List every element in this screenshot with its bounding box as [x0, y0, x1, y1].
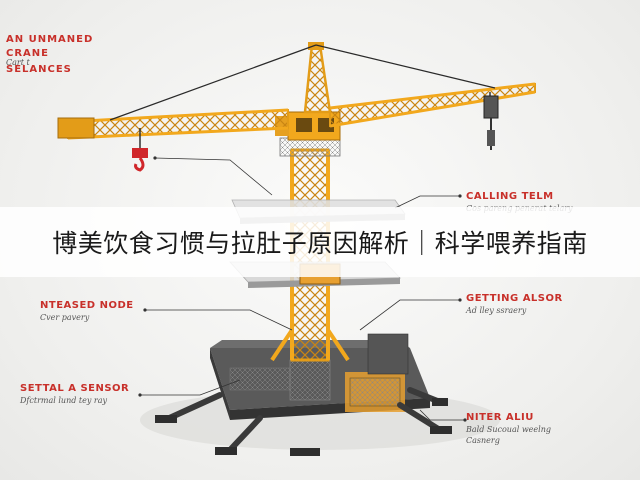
crane-base [210, 333, 430, 420]
label-getting: GETTING ALSOR [466, 293, 563, 304]
counterweight-icon [57, 117, 95, 139]
label-getting-sub: Ad lley ssraery [466, 306, 527, 315]
callout-dots [138, 156, 467, 422]
tower-head [303, 42, 332, 114]
main-jib [329, 82, 536, 128]
label-niter-sub-1: Bald Sucoual weelng [466, 425, 551, 434]
label-calling: CALLING TELM [466, 191, 554, 202]
counter-jib [57, 108, 289, 140]
pendant-cables [109, 44, 496, 121]
label-settal-sub: Dfctrmal lund tey ray [20, 396, 108, 405]
outrigger-pads [155, 398, 452, 456]
title-banner: 博美饮食习惯与拉肚子原因解析｜科学喂养指南 [0, 207, 640, 277]
crane-hook-icon [132, 128, 148, 172]
label-nteased: NTEASED NODE [40, 300, 134, 311]
callout-lines [140, 157, 465, 421]
trolley-block [483, 92, 499, 150]
label-settal: SETTAL A SENSOR [20, 383, 130, 394]
banner-title: 博美饮食习惯与拉肚子原因解析｜科学喂养指南 [52, 229, 588, 258]
label-top-left-2: CRANE [6, 48, 49, 59]
label-top-left-3: SELANCES [6, 64, 72, 75]
label-niter: NITER ALIU [466, 412, 534, 423]
label-nteased-sub: Cver pavery [40, 313, 90, 322]
label-top-left-1: AN UNMANED [6, 34, 94, 45]
label-niter-sub-2: Casnerg [466, 436, 500, 445]
label-top-left-sub: Cart t [6, 58, 30, 67]
